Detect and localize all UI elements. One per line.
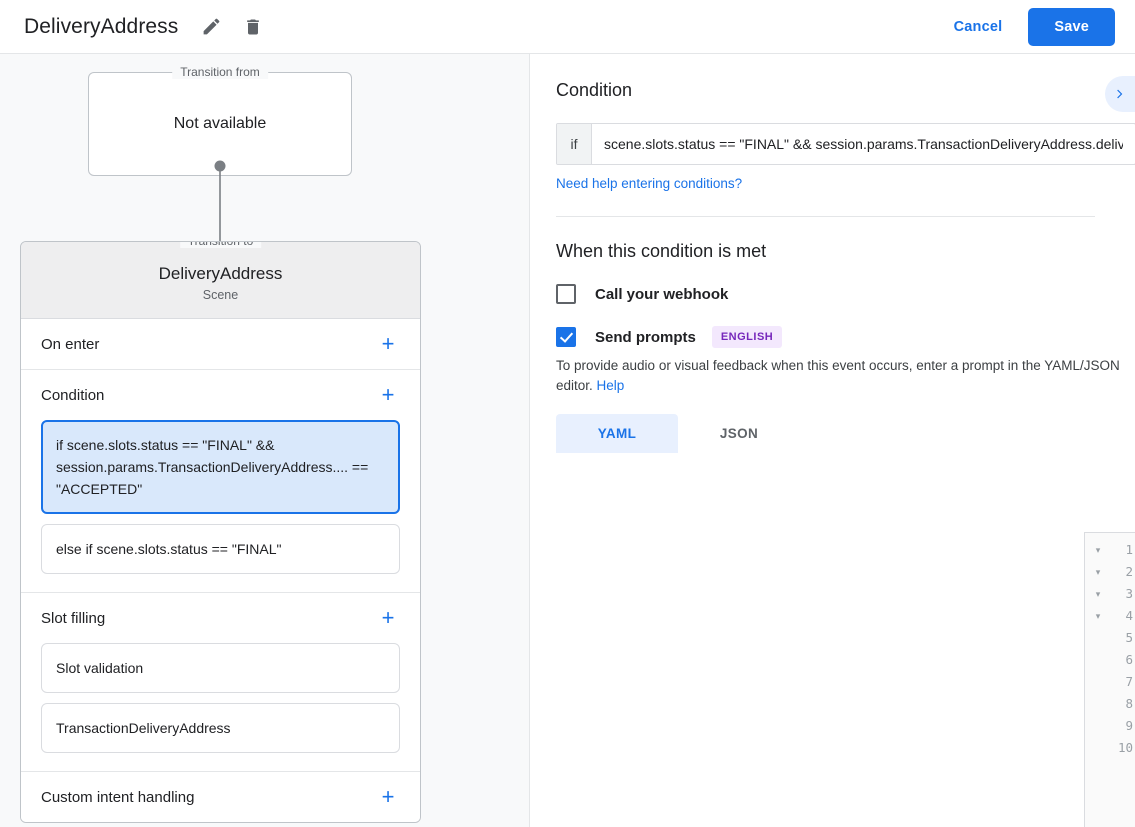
section-title-slot-filling: Slot filling [41, 609, 106, 627]
fold-spacer [1085, 649, 1111, 671]
body-split: Transition from Not available Transition… [0, 54, 1135, 827]
send-prompts-checkbox[interactable] [556, 327, 576, 347]
editor-fold-column: ▾ ▾ ▾ ▾ [1085, 533, 1111, 827]
fold-spacer [1085, 737, 1111, 759]
edit-pencil-icon[interactable] [196, 12, 226, 42]
section-custom-intent-handling: Custom intent handling + [21, 772, 420, 822]
when-met-block: When this condition is met Call your web… [530, 217, 1135, 453]
slot-item-transaction-delivery-address[interactable]: TransactionDeliveryAddress [41, 703, 400, 753]
section-condition: Condition + if scene.slots.status == "FI… [21, 370, 420, 593]
section-on-enter: On enter + [21, 319, 420, 370]
chevron-right-icon [1117, 89, 1123, 99]
fold-spacer [1085, 671, 1111, 693]
condition-expression-input[interactable] [592, 124, 1135, 164]
section-header-slot-filling: Slot filling + [41, 593, 400, 643]
line-number: 3 [1125, 586, 1133, 601]
send-prompts-description: To provide audio or visual feedback when… [556, 356, 1124, 396]
transition-to-card: Transition to DeliveryAddress Scene On e… [20, 241, 421, 823]
help-link[interactable]: Help [596, 378, 625, 393]
condition-heading: Condition [556, 80, 633, 100]
language-badge: ENGLISH [711, 326, 783, 348]
scene-name: DeliveryAddress [158, 264, 283, 283]
add-condition-button[interactable]: + [381, 382, 395, 407]
call-webhook-label: Call your webhook [595, 285, 729, 303]
section-divider [556, 216, 1095, 217]
condition-item[interactable]: else if scene.slots.status == "FINAL" [41, 524, 400, 574]
condition-block: Condition if Need help entering conditio… [530, 54, 1135, 217]
line-number: 7 [1125, 674, 1133, 689]
delete-trash-icon[interactable] [238, 12, 268, 42]
save-button[interactable]: Save [1028, 7, 1115, 46]
condition-item-selected[interactable]: if scene.slots.status == "FINAL" && sess… [41, 420, 400, 514]
pencil-icon [203, 18, 220, 35]
fold-spacer [1085, 627, 1111, 649]
fold-spacer [1085, 693, 1111, 715]
condition-list: if scene.slots.status == "FINAL" && sess… [41, 420, 400, 592]
transition-from-legend: Transition from [172, 65, 268, 79]
top-app-bar: DeliveryAddress Cancel Save [0, 0, 1135, 54]
line-number: 10 [1117, 740, 1133, 755]
fold-spacer [1085, 715, 1111, 737]
section-header-on-enter: On enter + [41, 319, 400, 369]
section-header-custom-intent-handling: Custom intent handling + [41, 772, 400, 822]
fold-toggle-icon[interactable]: ▾ [1095, 610, 1101, 621]
if-prefix-label: if [557, 124, 592, 164]
left-graph-pane: Transition from Not available Transition… [0, 54, 530, 827]
transition-to-legend: Transition to [179, 242, 262, 248]
editor-format-tabs: YAML JSON [556, 414, 1095, 453]
scene-header: DeliveryAddress Scene [21, 242, 420, 319]
send-prompts-row: Send prompts ENGLISH [556, 326, 1095, 348]
line-number: 8 [1125, 696, 1133, 711]
section-header-condition: Condition + [41, 370, 400, 420]
section-title-condition: Condition [41, 386, 105, 404]
scene-type: Scene [202, 288, 239, 302]
collapse-panel-button[interactable] [1105, 76, 1135, 112]
editor-line-numbers: 1 2 3 4 5 6 7 8 9 10 [1111, 533, 1135, 827]
line-number: 2 [1125, 564, 1133, 579]
cancel-button[interactable]: Cancel [940, 10, 1017, 44]
section-slot-filling: Slot filling + Slot validation Transacti… [21, 593, 420, 772]
add-slot-filling-button[interactable]: + [381, 605, 395, 630]
add-custom-intent-button[interactable]: + [381, 784, 395, 809]
line-number: 9 [1125, 718, 1133, 733]
section-title-custom-intent-handling: Custom intent handling [41, 788, 195, 806]
line-number: 4 [1125, 608, 1133, 623]
right-detail-pane: Condition if Need help entering conditio… [530, 54, 1135, 827]
tab-yaml[interactable]: YAML [556, 414, 678, 453]
trash-icon [247, 19, 260, 34]
fold-toggle-icon[interactable]: ▾ [1095, 566, 1101, 577]
fold-toggle-icon[interactable]: ▾ [1095, 544, 1101, 555]
webhook-row: Call your webhook [556, 284, 1095, 304]
page-title: DeliveryAddress [24, 14, 179, 38]
send-prompts-label: Send prompts [595, 328, 696, 346]
condition-help-link[interactable]: Need help entering conditions? [556, 176, 743, 191]
transition-from-card: Transition from Not available [88, 65, 352, 176]
line-number: 5 [1125, 630, 1133, 645]
add-on-enter-button[interactable]: + [381, 331, 395, 356]
slot-validation-item[interactable]: Slot validation [41, 643, 400, 693]
slot-filling-list: Slot validation TransactionDeliveryAddre… [41, 643, 400, 771]
when-met-heading: When this condition is met [556, 241, 767, 261]
description-text: To provide audio or visual feedback when… [556, 358, 1120, 393]
transition-from-value: Not available [173, 115, 267, 132]
section-title-on-enter: On enter [41, 335, 100, 353]
condition-if-row: if [556, 123, 1135, 165]
line-number: 6 [1125, 652, 1133, 667]
topbar-actions: Cancel Save [940, 7, 1115, 46]
tab-json[interactable]: JSON [719, 426, 759, 441]
line-number: 1 [1125, 542, 1133, 557]
call-webhook-checkbox[interactable] [556, 284, 576, 304]
fold-toggle-icon[interactable]: ▾ [1095, 588, 1101, 599]
